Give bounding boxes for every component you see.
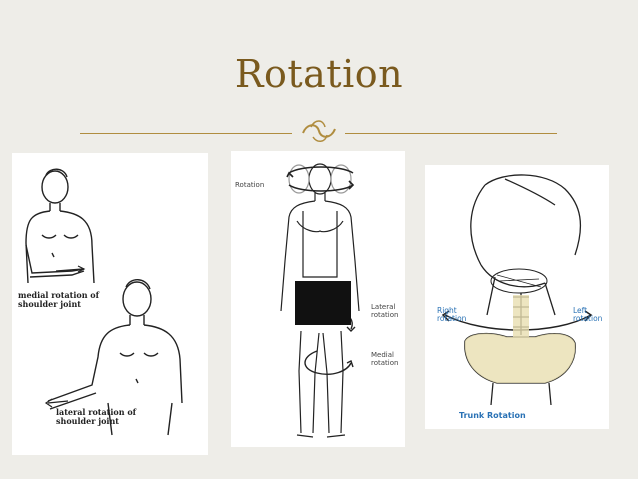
- label-right-rotation: Right rotation: [437, 306, 467, 323]
- label-rotation: Rotation: [235, 181, 265, 189]
- title-rule-right: [345, 133, 557, 134]
- title-rule-left: [80, 133, 292, 134]
- shoulder-rotation-figure: medial rotation of shoulder joint latera…: [12, 153, 208, 455]
- label-medial-rotation-shoulder: medial rotation of shoulder joint: [18, 290, 100, 309]
- flourish-icon: [302, 120, 336, 142]
- shoulder-rotation-drawing: [25, 168, 183, 436]
- figure-caption: Trunk Rotation: [459, 411, 526, 420]
- body-rotation-drawing: [280, 163, 360, 438]
- label-lateral-rotation: Lateral rotation: [371, 303, 399, 319]
- body-rotation-figure: Rotation Lateral rotation Medial rotatio…: [231, 151, 405, 447]
- slide-title: Rotation: [234, 52, 404, 96]
- trunk-rotation-drawing: [441, 174, 593, 406]
- label-medial-rotation: Medial rotation: [371, 351, 399, 367]
- trunk-rotation-figure: Right rotation Left rotation Trunk Rotat…: [425, 165, 609, 429]
- label-left-rotation: Left rotation: [573, 306, 603, 323]
- label-lateral-rotation-shoulder: lateral rotation of shoulder joint: [56, 407, 137, 426]
